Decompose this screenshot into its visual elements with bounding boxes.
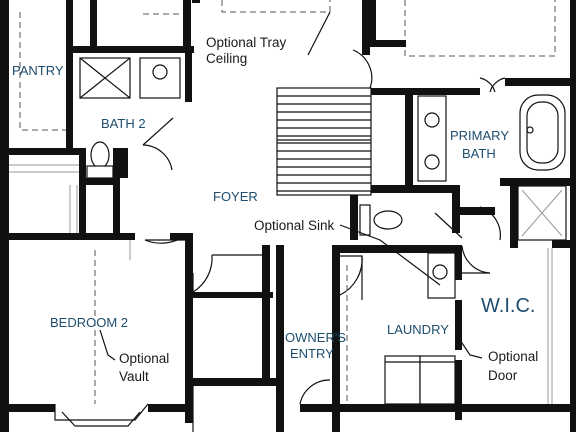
bath2-fixtures [79, 57, 181, 179]
toilet-icon [373, 210, 403, 230]
room-label-foyer: FOYER [213, 189, 258, 204]
room-label-laundry: LAUNDRY [387, 322, 449, 337]
leader-lines [99, 11, 483, 361]
toilet-room [359, 204, 463, 239]
tray-ceiling-outlines [19, 0, 556, 131]
optional-sink [427, 252, 456, 299]
room-label-primary-bath-line2: BATH [462, 146, 496, 161]
annotations: Optional Tray Ceiling Optional Sink Opti… [119, 35, 538, 384]
note-optional-door-line1: Optional [488, 349, 538, 364]
note-vault-line1: Optional [119, 351, 169, 366]
bathtub-icon [519, 94, 566, 171]
note-optional-door-line2: Door [488, 368, 518, 383]
detail-lines [9, 164, 553, 432]
toilet-icon [90, 141, 110, 169]
room-label-owners-entry-line2: ENTRY [290, 346, 334, 361]
sink-icon [152, 64, 168, 80]
vanity [139, 57, 181, 99]
door-swings [144, 49, 501, 405]
note-optional-sink: Optional Sink [254, 218, 335, 233]
room-label-pantry: PANTRY [12, 63, 64, 78]
room-label-wic: W.I.C. [481, 295, 535, 317]
staircase [276, 87, 372, 196]
washer-icon [384, 355, 421, 405]
double-vanity [417, 95, 447, 182]
room-label-primary-bath-line1: PRIMARY [450, 128, 509, 143]
note-vault-line2: Vault [119, 369, 149, 384]
note-tray-ceiling-line2: Ceiling [206, 51, 247, 66]
laundry-fixtures [339, 252, 456, 405]
room-label-bath2: BATH 2 [101, 116, 146, 131]
room-label-bedroom2: BEDROOM 2 [50, 315, 128, 330]
note-tray-ceiling-line1: Optional Tray [206, 35, 287, 50]
primary-bath-fixtures [417, 77, 567, 241]
room-label-owners-entry-line1: OWNER'S [285, 330, 346, 345]
room-labels: PANTRY BATH 2 FOYER PRIMARY BATH W.I.C. … [12, 63, 535, 361]
dryer-icon [419, 355, 456, 405]
